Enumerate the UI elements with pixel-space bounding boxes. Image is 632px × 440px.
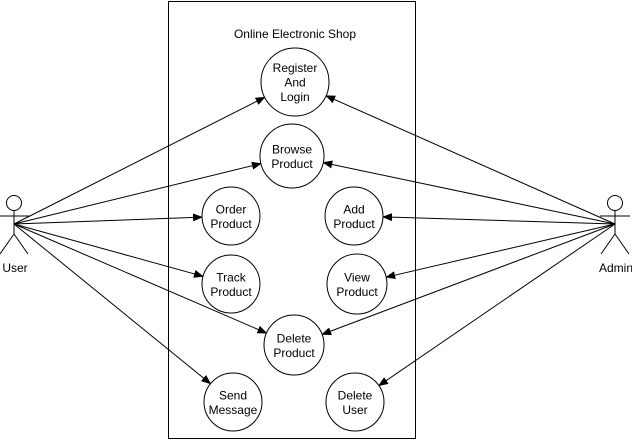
use-case-label-line: Register bbox=[273, 61, 318, 75]
use-case-label-line: Delete bbox=[277, 331, 312, 345]
use-case-label-line: Delete bbox=[338, 388, 373, 402]
actor-label-user: User bbox=[2, 261, 27, 275]
use-cases: RegisterAndLoginBrowseProductOrderProduc… bbox=[201, 47, 388, 432]
use-case-label-line: Product bbox=[210, 285, 252, 299]
actor-admin: Admin bbox=[599, 195, 632, 275]
use-case-label-line: User bbox=[342, 403, 367, 417]
association-user-register-login bbox=[13, 96, 266, 225]
actor-head bbox=[607, 195, 623, 211]
actor-leg-right bbox=[13, 233, 29, 255]
association-user-delete-product bbox=[13, 223, 268, 334]
use-case-label-line: Message bbox=[209, 403, 258, 417]
association-admin-browse-product bbox=[322, 160, 616, 225]
use-case-label-line: Product bbox=[271, 157, 313, 171]
use-case-label-line: Product bbox=[333, 217, 375, 231]
use-case-ellipse bbox=[326, 253, 388, 315]
use-case-label-line: Order bbox=[216, 202, 247, 216]
use-case-ellipse bbox=[201, 254, 261, 314]
use-case-ellipse bbox=[263, 314, 325, 376]
associations bbox=[13, 95, 616, 387]
association-user-track-product bbox=[13, 223, 204, 278]
system-title: Online Electronic Shop bbox=[234, 27, 356, 41]
association-admin-delete-user bbox=[378, 223, 616, 387]
use-case-label-line: And bbox=[284, 76, 305, 90]
association-admin-register-login bbox=[325, 95, 616, 225]
actor-leg-left bbox=[600, 233, 616, 255]
use-case-ellipse bbox=[325, 372, 385, 432]
actor-leg-right bbox=[614, 233, 630, 255]
use-case-ellipse bbox=[201, 186, 261, 246]
association-user-send-message bbox=[13, 223, 212, 385]
use-case-label-line: Browse bbox=[272, 142, 312, 156]
actor-leg-left bbox=[0, 233, 15, 255]
use-case-ellipse bbox=[203, 372, 263, 432]
system-boundary bbox=[168, 1, 416, 439]
actor-user: User bbox=[0, 195, 29, 275]
use-case-label-line: Product bbox=[210, 217, 252, 231]
use-case-label-line: Track bbox=[216, 270, 247, 284]
actors: User Admin bbox=[0, 195, 632, 275]
use-case-label-line: Add bbox=[343, 202, 364, 216]
use-case-ellipse bbox=[260, 47, 330, 117]
actor-head bbox=[6, 195, 22, 211]
use-case-label-line: Product bbox=[273, 346, 315, 360]
actor-label-admin: Admin bbox=[599, 261, 632, 275]
association-admin-view-product bbox=[385, 223, 616, 280]
association-admin-delete-product bbox=[321, 223, 616, 335]
association-admin-add-product bbox=[382, 213, 616, 225]
association-user-browse-product bbox=[13, 161, 262, 225]
use-case-label-line: Product bbox=[336, 285, 378, 299]
use-case-label-line: View bbox=[344, 270, 370, 284]
use-case-label-line: Login bbox=[280, 90, 309, 104]
association-user-order-product bbox=[13, 213, 203, 225]
use-case-label-line: Send bbox=[219, 388, 247, 402]
use-case-ellipse bbox=[259, 123, 325, 189]
use-case-ellipse bbox=[324, 186, 384, 246]
